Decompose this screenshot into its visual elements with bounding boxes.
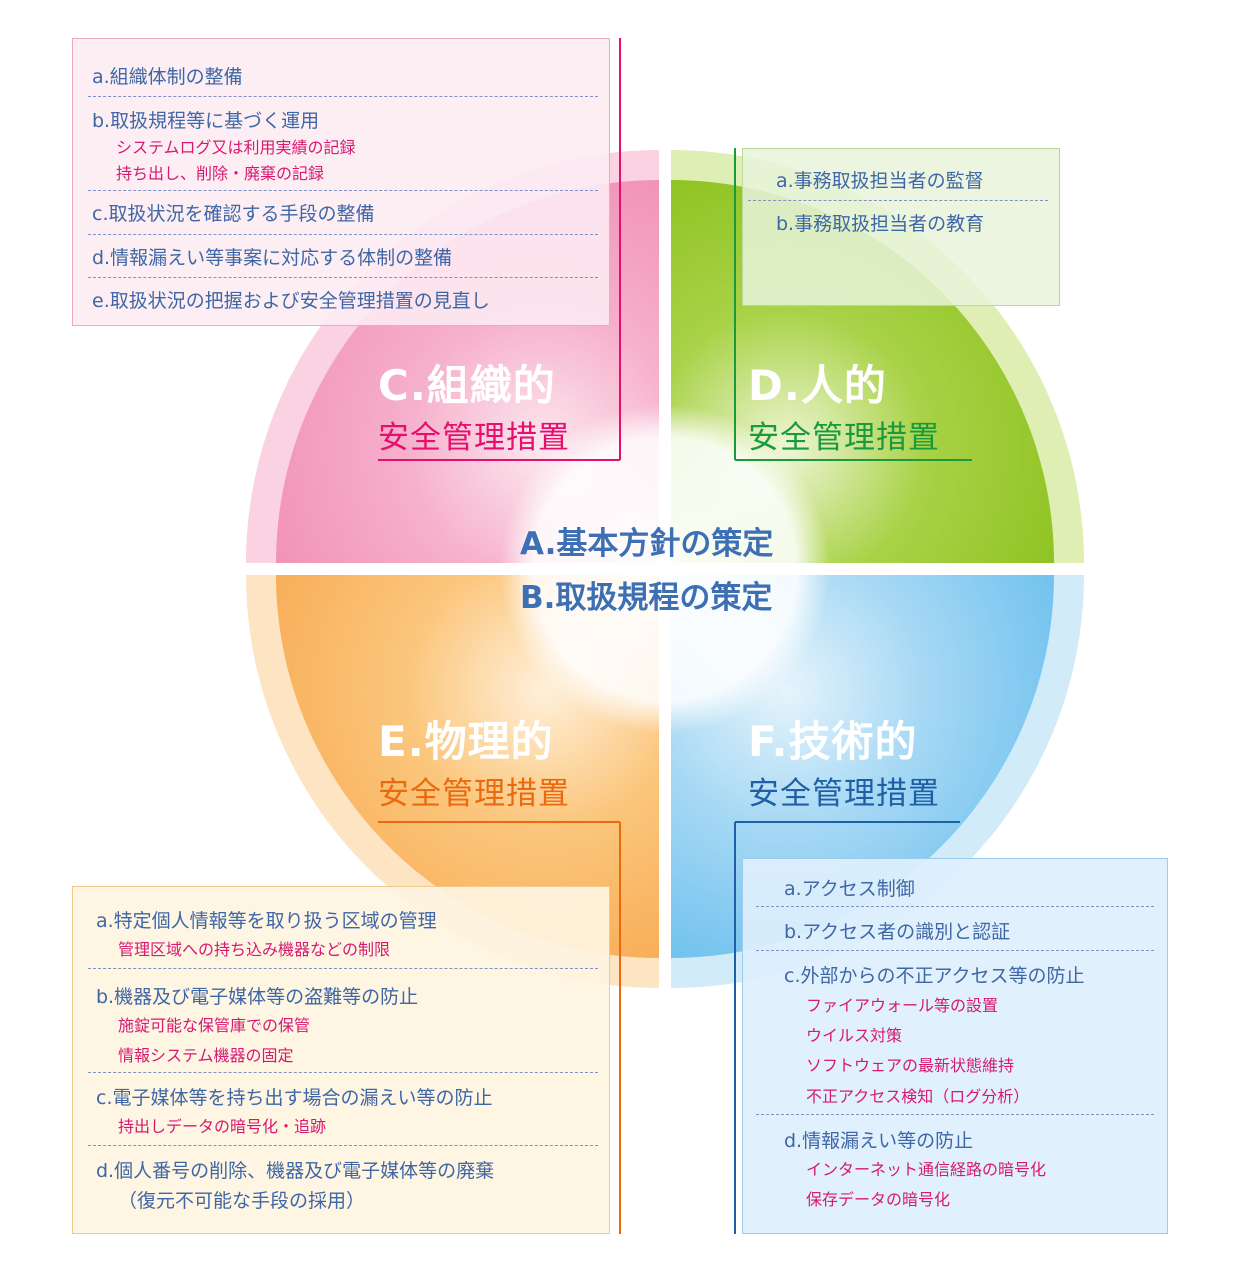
quadrant-f-subtitle: 安全管理措置 — [748, 776, 940, 812]
quadrant-d-title: D.人的 — [748, 361, 887, 410]
sub-f-c-2: ウイルス対策 — [806, 1026, 903, 1045]
connector-e — [378, 821, 621, 1234]
sub-e-a-1: 管理区域への持ち込み機器などの制限 — [118, 940, 391, 959]
item-c-a: a.組織体制の整備 — [92, 66, 243, 88]
sub-e-d-1: （復元不可能な手段の採用） — [118, 1190, 366, 1212]
divider — [88, 190, 598, 191]
box-f — [742, 858, 1168, 1234]
box-d — [742, 148, 1060, 306]
item-f-d: d.情報漏えい等の防止 — [784, 1130, 974, 1152]
sub-c-b-2: 持ち出し、削除・廃棄の記録 — [116, 164, 325, 183]
box-c — [72, 38, 610, 326]
item-f-b: b.アクセス者の識別と認証 — [784, 921, 1011, 943]
divider — [756, 950, 1154, 951]
connector-d — [734, 148, 972, 461]
quadrant-c-subtitle: 安全管理措置 — [378, 420, 570, 456]
connector-c — [378, 38, 621, 461]
divider — [748, 200, 1048, 201]
center-circle — [500, 404, 830, 734]
sub-f-c-3: ソフトウェアの最新状態維持 — [806, 1056, 1015, 1075]
center-line-a: A.基本方針の策定 — [520, 526, 774, 562]
item-e-b: b.機器及び電子媒体等の盗難等の防止 — [96, 986, 419, 1008]
box-e — [72, 886, 610, 1234]
quadrant-e-title: E.物理的 — [378, 717, 554, 766]
sub-f-d-1: インターネット通信経路の暗号化 — [806, 1160, 1047, 1179]
sub-e-c-1: 持出しデータの暗号化・追跡 — [118, 1117, 327, 1136]
item-f-a: a.アクセス制御 — [784, 878, 915, 900]
sub-c-b-1: システムログ又は利用実績の記録 — [116, 138, 356, 157]
item-d-b: b.事務取扱担当者の教育 — [776, 213, 985, 235]
item-e-a: a.特定個人情報等を取り扱う区域の管理 — [96, 910, 437, 932]
item-f-c: c.外部からの不正アクセス等の防止 — [784, 965, 1085, 987]
divider — [88, 277, 598, 278]
sub-e-b-2: 情報システム機器の固定 — [118, 1046, 294, 1065]
connector-f — [734, 821, 960, 1234]
quadrant-d-subtitle: 安全管理措置 — [748, 420, 940, 456]
divider — [88, 1072, 598, 1073]
item-c-c: c.取扱状況を確認する手段の整備 — [92, 203, 375, 225]
divider — [88, 234, 598, 235]
sub-f-c-4: 不正アクセス検知（ログ分析） — [806, 1087, 1030, 1106]
quadrant-e-subtitle: 安全管理措置 — [378, 776, 570, 812]
item-c-d: d.情報漏えい等事案に対応する体制の整備 — [92, 247, 453, 269]
item-c-e: e.取扱状況の把握および安全管理措置の見直し — [92, 290, 490, 312]
quadrant-c-title: C.組織的 — [378, 361, 556, 410]
item-e-c: c.電子媒体等を持ち出す場合の漏えい等の防止 — [96, 1087, 493, 1109]
sub-f-d-2: 保存データの暗号化 — [806, 1190, 951, 1209]
quadrant-f-title: F.技術的 — [748, 717, 918, 766]
divider — [88, 96, 598, 97]
divider — [756, 906, 1154, 907]
divider — [756, 1114, 1154, 1115]
item-c-b: b.取扱規程等に基づく運用 — [92, 110, 320, 132]
divider — [88, 1145, 598, 1146]
sub-f-c-1: ファイアウォール等の設置 — [806, 996, 999, 1015]
item-e-d: d.個人番号の削除、機器及び電子媒体等の廃棄 — [96, 1160, 495, 1182]
divider — [88, 968, 598, 969]
center-line-b: B.取扱規程の策定 — [520, 580, 773, 616]
sub-e-b-1: 施錠可能な保管庫での保管 — [118, 1016, 311, 1035]
item-d-a: a.事務取扱担当者の監督 — [776, 170, 984, 192]
